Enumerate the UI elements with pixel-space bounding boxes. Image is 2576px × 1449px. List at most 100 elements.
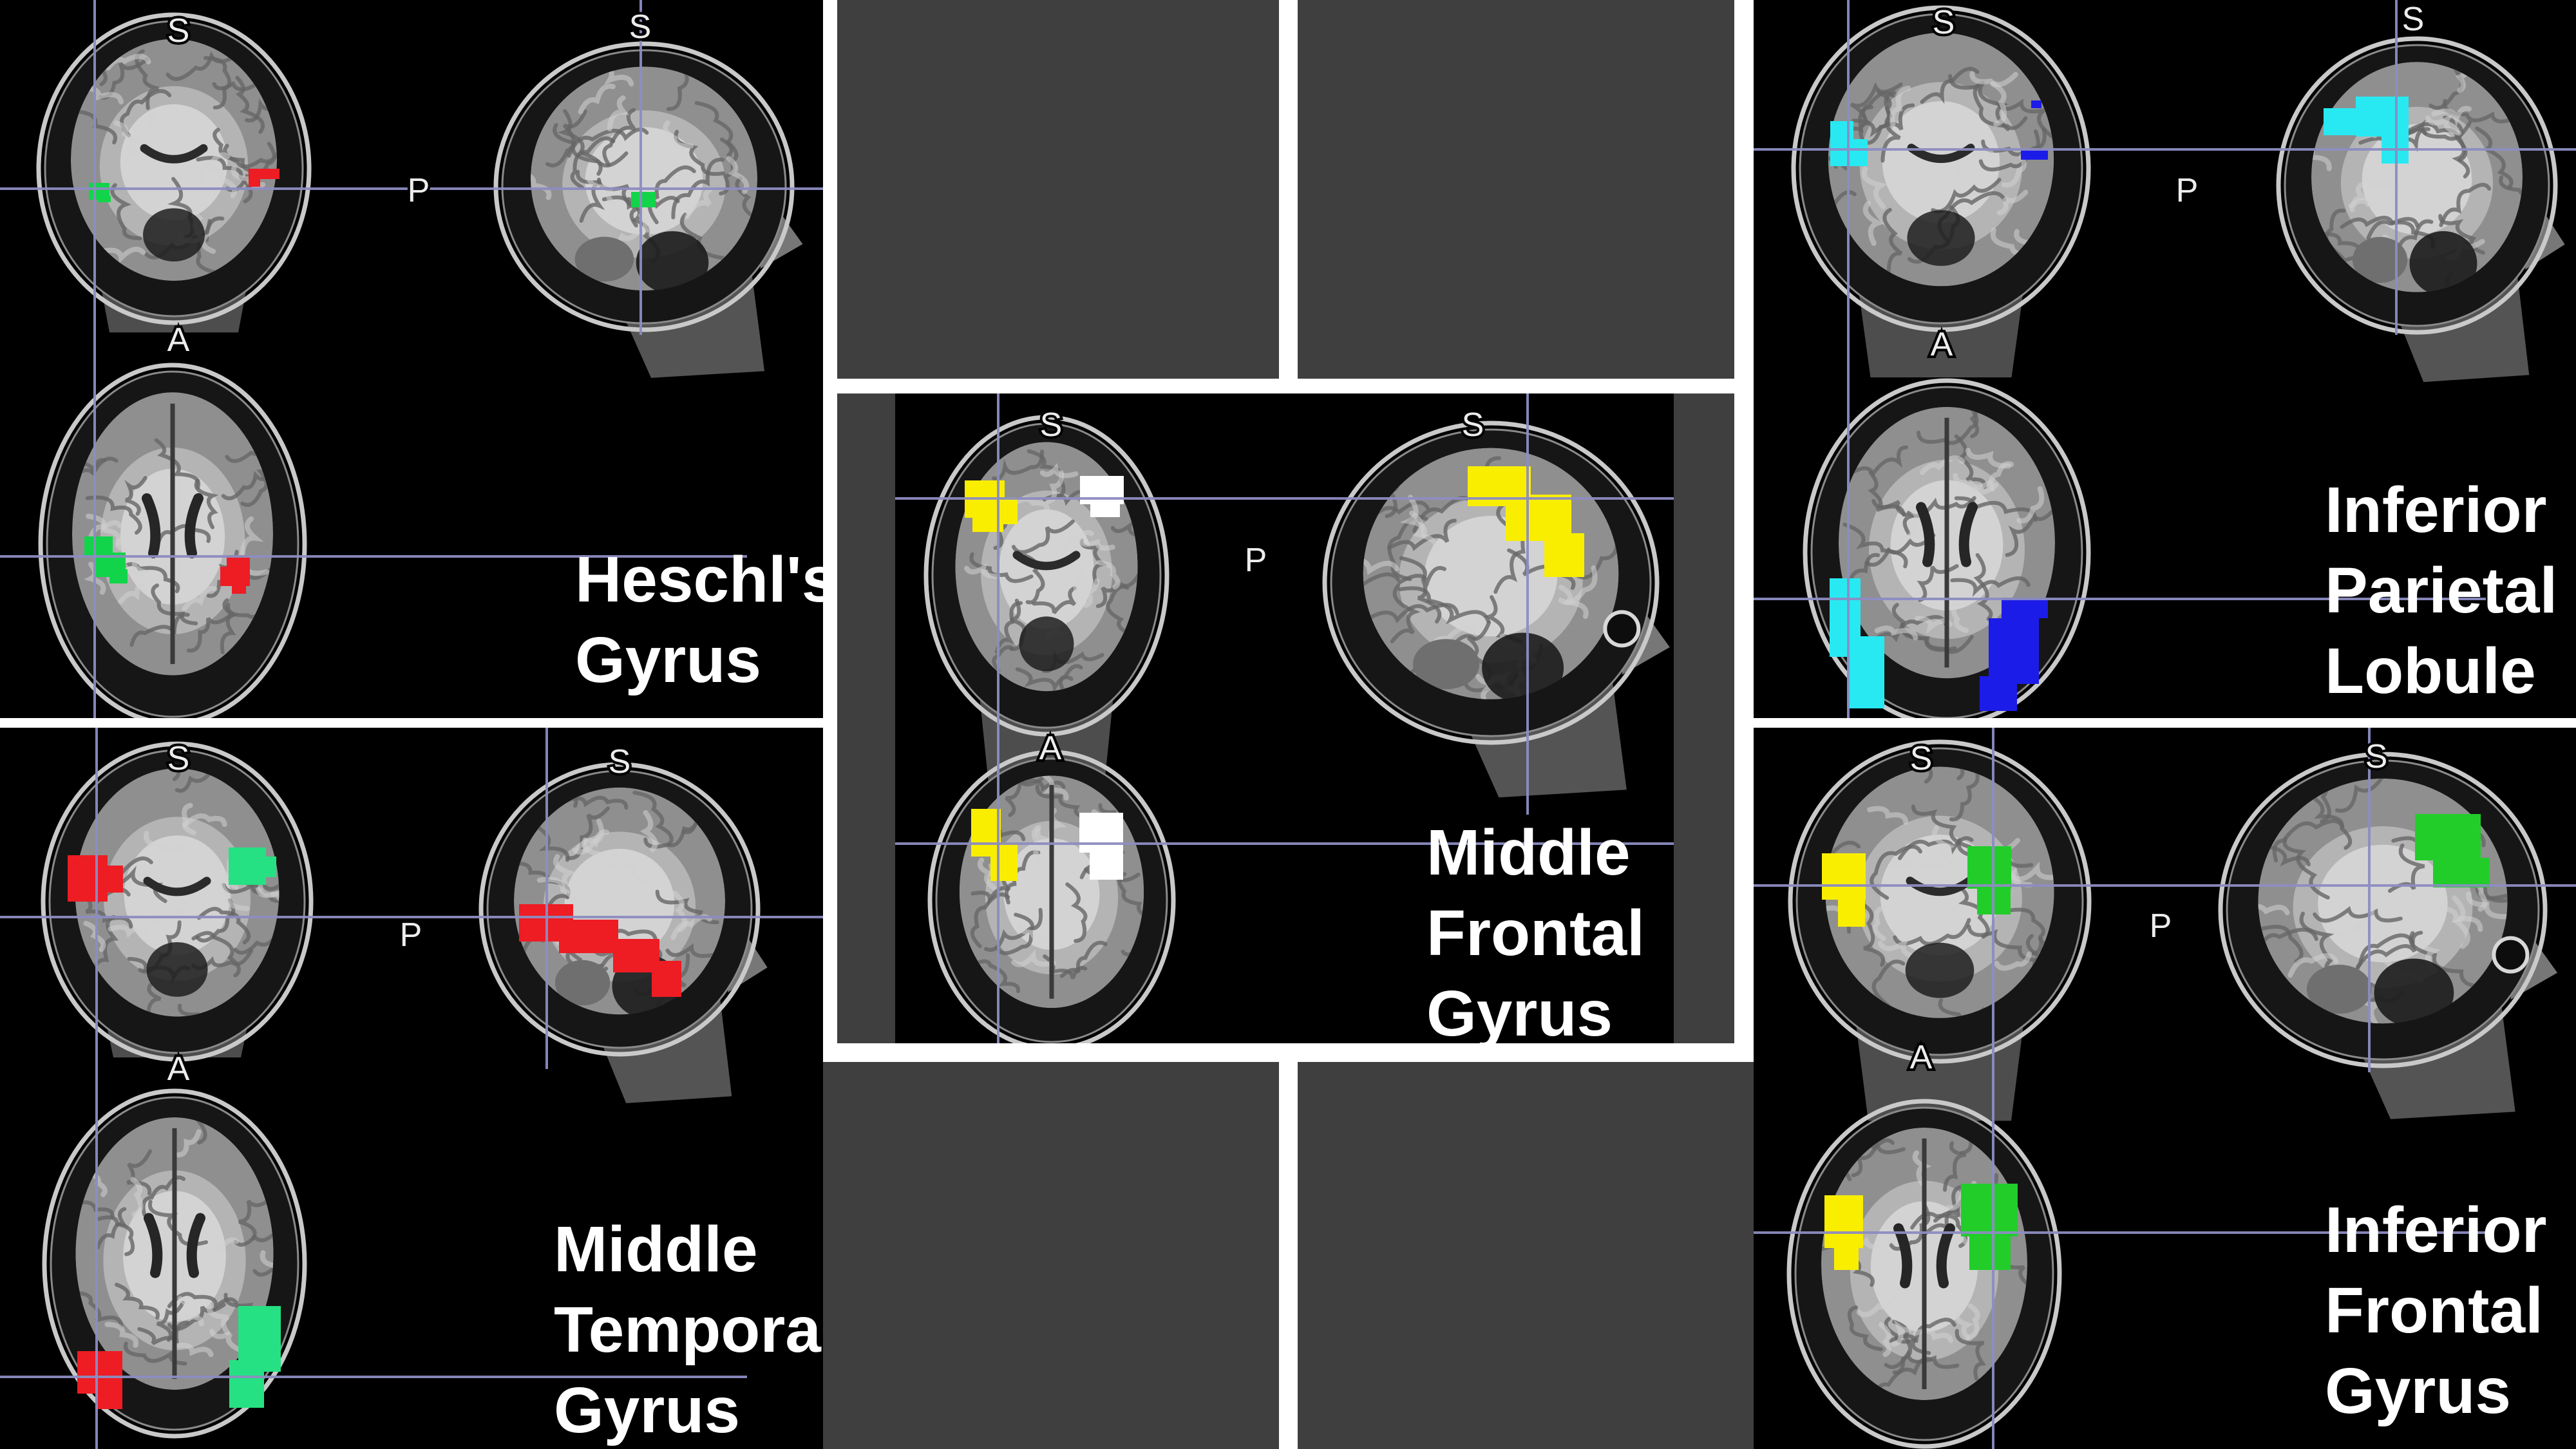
- skull-outline: [478, 762, 761, 1057]
- orientation-letter-p: P: [1245, 542, 1267, 579]
- brain-tissue: [75, 1117, 274, 1390]
- roi-cluster: [220, 555, 250, 594]
- orientation-letter-p: P: [408, 172, 430, 209]
- temporal-dark-region: [2409, 231, 2477, 292]
- roi-voxels: [229, 848, 266, 885]
- cerebellum: [2352, 236, 2408, 283]
- panel-label-middle-temporal-gyrus: Middle Temporal Gyrus: [554, 1213, 823, 1446]
- roi-cluster: [229, 848, 276, 885]
- roi-cluster: [1961, 1184, 2018, 1270]
- roi-voxels: [2031, 100, 2041, 108]
- panel-label-inferior-frontal-gyrus: Inferior Frontal Gyrus: [2325, 1194, 2547, 1427]
- panel-canvas-inferior-frontal-gyrus: S S P A: [1754, 728, 2576, 1449]
- roi-voxels: [249, 178, 260, 187]
- roi-voxels: [631, 192, 656, 207]
- orientation-letter-a: A: [167, 321, 190, 359]
- gap-gray-block: [837, 393, 895, 1043]
- roi-cluster: [1079, 813, 1123, 880]
- roi-cluster: [631, 192, 656, 207]
- cerebellum: [554, 960, 611, 1006]
- gap-gray-block: [1298, 1062, 1754, 1449]
- orientation-letter-s: S: [2365, 738, 2388, 775]
- coronal-view: [1788, 739, 2092, 1121]
- panel-label-middle-frontal-gyrus: Middle Frontal Gyrus: [1426, 817, 1645, 1043]
- skull-outline: [1786, 1099, 2062, 1449]
- panel-inferior-frontal-gyrus: S S P A Inferior Frontal Gyrus: [1754, 728, 2576, 1449]
- divider-white-line: [1279, 1062, 1298, 1449]
- sagittal-view: [2276, 36, 2565, 383]
- roi-voxels: [1961, 1184, 2018, 1236]
- sagittal-view: [493, 41, 803, 378]
- lateral-ventricles: [1893, 1223, 1955, 1289]
- roi-cluster: [249, 169, 279, 187]
- brain-tissue: [71, 39, 277, 281]
- gap-gray-block: [1298, 0, 1734, 379]
- ventricle: [140, 144, 208, 164]
- orientation-letter-s: S: [2402, 1, 2425, 38]
- roi-voxels: [990, 842, 1018, 881]
- skull-outline: [41, 741, 314, 1062]
- skull-outline: [1803, 378, 2091, 718]
- roi-voxels: [232, 585, 246, 594]
- orientation-letter-p: P: [2150, 907, 2172, 945]
- roi-voxels: [1834, 1243, 1859, 1270]
- roi-voxels: [95, 1385, 122, 1409]
- ventricle: [1907, 144, 1975, 163]
- ventricle: [1012, 551, 1081, 571]
- skull-outline: [1791, 5, 2091, 332]
- roi-voxels: [1989, 618, 2039, 684]
- brain-tissue: [531, 66, 757, 291]
- sagittal-view: [2218, 752, 2558, 1119]
- cerebellum: [1412, 639, 1480, 690]
- roi-voxels: [1838, 897, 1865, 927]
- orientation-letter-s: S: [609, 743, 631, 781]
- orientation-letter-s: S: [1910, 740, 1933, 777]
- lateral-ventricles: [144, 1213, 205, 1278]
- roi-voxels: [1830, 121, 1853, 142]
- roi-cluster: [77, 1351, 122, 1409]
- brain-tissue: [959, 775, 1144, 1009]
- roi-voxels: [1090, 502, 1120, 517]
- panel-label-heschls-gyrus: Heschl's Gyrus: [575, 544, 823, 696]
- roi-voxels: [1847, 636, 1884, 708]
- gap-gray-block: [1674, 393, 1734, 1043]
- skull-base-dark: [146, 942, 208, 997]
- roi-voxels: [1822, 853, 1866, 900]
- orientation-letter-s: S: [1462, 406, 1484, 444]
- roi-cluster: [971, 809, 1018, 881]
- axial-view: [1803, 378, 2091, 718]
- axial-view: [38, 363, 307, 718]
- roi-voxels: [227, 555, 250, 569]
- orientation-letter-s: S: [1040, 406, 1063, 444]
- gap-gray-block: [823, 1062, 1279, 1449]
- panel-label-inferior-parietal-lobule: Inferior Parietal Lobule: [2325, 474, 2558, 707]
- gap-gray-block: [837, 0, 1279, 379]
- roi-voxels: [1080, 476, 1124, 504]
- roi-cluster: [68, 855, 123, 902]
- roi-voxels: [1090, 849, 1123, 880]
- roi-voxels: [1544, 533, 1584, 577]
- coronal-view: [36, 12, 312, 333]
- roi-voxels: [1079, 813, 1123, 853]
- orientation-letter-a: A: [1910, 1039, 1933, 1076]
- roi-voxels: [220, 567, 250, 586]
- brain-tissue: [75, 768, 279, 1017]
- roi-voxels: [68, 855, 108, 902]
- orientation-letter-p: P: [400, 916, 422, 954]
- roi-voxels: [1967, 846, 2011, 889]
- skull-outline: [42, 1088, 307, 1439]
- skull-outline: [927, 750, 1176, 1043]
- roi-voxels: [1980, 676, 2017, 711]
- skull-base-dark: [1019, 616, 1074, 672]
- roi-voxels: [652, 961, 681, 997]
- orientation-letter-a: A: [167, 1050, 190, 1088]
- roi-voxels: [559, 920, 618, 953]
- temporal-dark-region: [2374, 958, 2454, 1024]
- axial-view: [42, 1088, 307, 1439]
- roi-voxels: [98, 196, 111, 202]
- roi-voxels: [263, 857, 276, 877]
- roi-cluster: [2415, 814, 2490, 887]
